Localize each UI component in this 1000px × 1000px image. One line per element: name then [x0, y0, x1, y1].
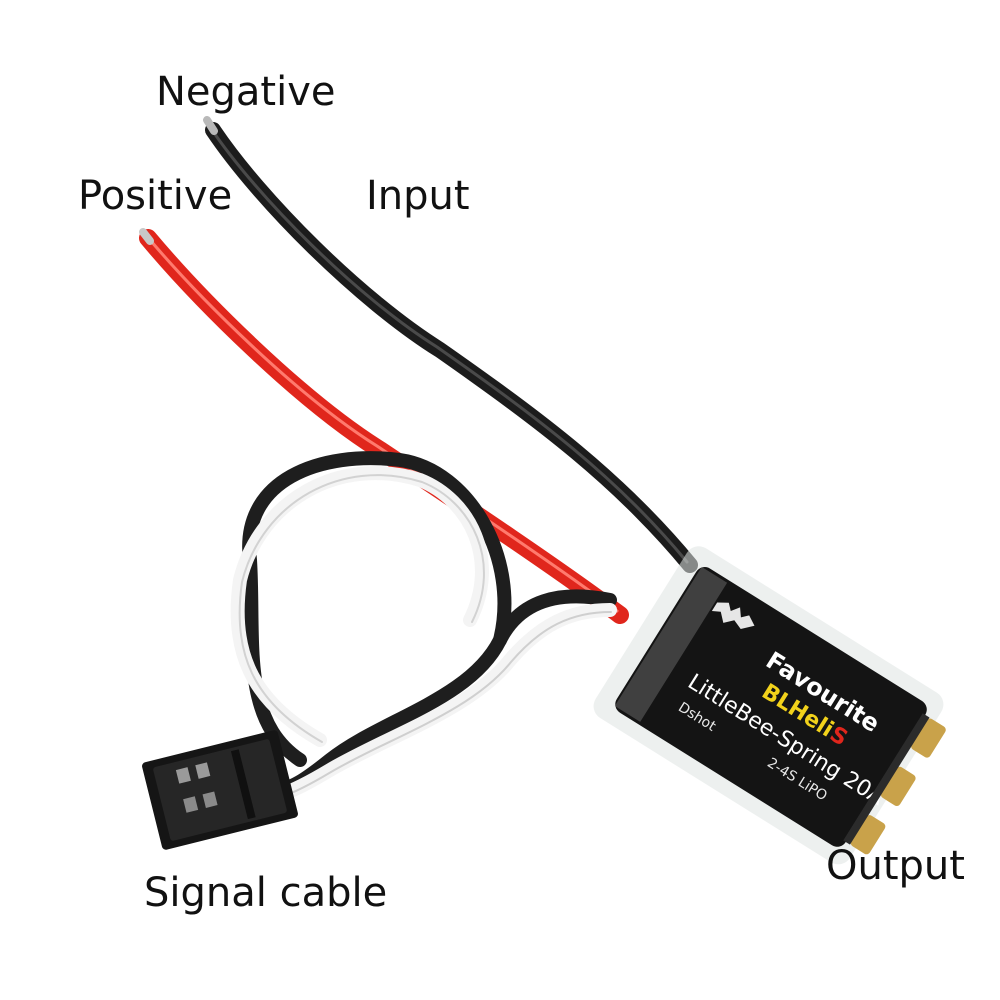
- negative-wire: [203, 116, 698, 573]
- output-pad-icon: [850, 815, 886, 855]
- output-label: Output: [826, 843, 965, 889]
- negative-label: Negative: [156, 69, 336, 115]
- bat-logo-icon: [711, 602, 755, 629]
- esc-board: Favourite BLHeli S LittleBee-Spring 20A …: [593, 546, 946, 865]
- signal-cable-label: Signal cable: [144, 870, 388, 916]
- signal-cable: [230, 451, 617, 802]
- positive-wire-tip: [139, 228, 154, 245]
- output-pad-icon: [880, 766, 916, 806]
- input-label: Input: [366, 173, 470, 219]
- negative-wire-tip: [203, 116, 218, 135]
- output-pad-icon: [911, 718, 946, 758]
- positive-wire: [139, 228, 629, 624]
- positive-label: Positive: [78, 173, 233, 219]
- servo-connector: [142, 730, 298, 850]
